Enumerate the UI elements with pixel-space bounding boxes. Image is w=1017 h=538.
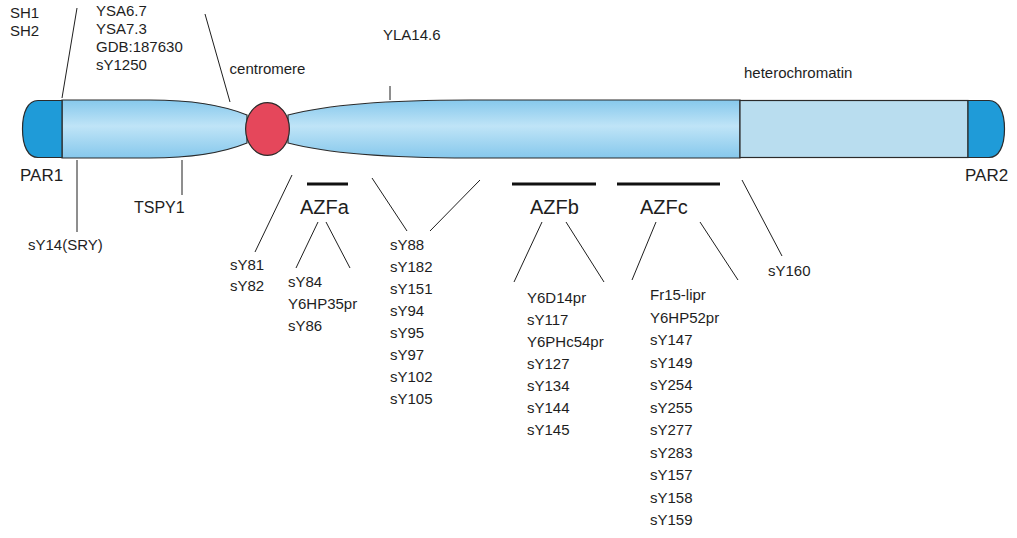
marker-label: sY94 — [390, 302, 424, 319]
marker-label: sY86 — [288, 317, 322, 334]
probe-label: SH1 — [10, 4, 39, 21]
heterochromatin-band: heterochromatin — [740, 100, 968, 158]
marker-label: sY84 — [288, 273, 322, 290]
leader-line — [700, 222, 738, 280]
long-arm — [288, 100, 740, 158]
leader-line — [372, 178, 407, 231]
marker-label: sY14(SRY) — [28, 236, 103, 253]
cap-shape — [23, 101, 63, 158]
region-label: heterochromatin — [744, 64, 852, 81]
marker-label: sY145 — [527, 421, 570, 438]
leader-line — [77, 160, 78, 232]
marker-label: sY97 — [390, 346, 424, 363]
region-name: AZFc — [640, 196, 688, 219]
marker-label: sY88 — [390, 236, 424, 253]
leader-line — [514, 222, 542, 282]
region-name: AZFa — [300, 196, 349, 219]
marker-label: sY134 — [527, 377, 570, 394]
leader-line — [255, 175, 292, 252]
leader-line — [205, 14, 230, 102]
cap-shape — [968, 101, 1005, 158]
region-label: PAR2 — [965, 166, 1008, 186]
pseudoautosomal-cap: PAR2 — [968, 100, 1005, 158]
marker-label: sY160 — [768, 262, 811, 279]
marker-label: sY81 — [230, 256, 264, 273]
marker-label: sY254 — [650, 376, 693, 393]
marker-label: sY182 — [390, 258, 433, 275]
leader-line — [566, 222, 604, 282]
node-outline — [740, 100, 968, 158]
marker-label: sY151 — [390, 280, 433, 297]
leader-line — [390, 86, 391, 100]
leader-line — [430, 180, 480, 231]
leader-line — [296, 222, 318, 268]
centromere-ellipse: centromere — [245, 102, 290, 156]
marker-label: sY283 — [650, 444, 693, 461]
leader-line — [62, 8, 77, 98]
leader-line — [632, 222, 656, 280]
marker-label: sY159 — [650, 511, 693, 528]
marker-label: sY127 — [527, 355, 570, 372]
gene-label: TSPY1 — [134, 199, 185, 217]
marker-label: Fr15-lipr — [650, 286, 706, 303]
node-outline — [22, 100, 62, 158]
marker-label: YLA14.6 — [383, 26, 441, 43]
marker-label: sY158 — [650, 489, 693, 506]
region-name: AZFb — [530, 196, 579, 219]
marker-label: sY82 — [230, 277, 264, 294]
marker-label: GDB:187630 — [96, 38, 183, 55]
marker-label: sY1250 — [96, 56, 147, 73]
marker-label: sY95 — [390, 324, 424, 341]
marker-label: Y6PHc54pr — [527, 333, 604, 350]
leader-line — [326, 222, 350, 268]
pseudoautosomal-cap: PAR1 — [22, 100, 62, 158]
marker-label: sY117 — [527, 311, 568, 328]
marker-label: YSA6.7 — [96, 2, 147, 19]
region-label: PAR1 — [20, 166, 63, 186]
marker-label: sY147 — [650, 331, 693, 348]
marker-label: sY105 — [390, 390, 433, 407]
region-label: centromere — [230, 60, 306, 77]
marker-label: sY102 — [390, 368, 433, 385]
region-bar — [307, 183, 348, 186]
node-outline — [968, 100, 1005, 158]
marker-label: Y6HP52pr — [650, 309, 719, 326]
marker-label: Y6HP35pr — [288, 295, 357, 312]
marker-label: sY149 — [650, 354, 693, 371]
band-shape — [740, 101, 968, 158]
centromere-shape — [246, 103, 290, 156]
node-outline — [245, 102, 290, 156]
short-arm — [62, 100, 247, 158]
region-bar — [512, 183, 596, 186]
probe-label: SH2 — [10, 22, 39, 39]
marker-label: sY277 — [650, 421, 693, 438]
leader-line — [182, 160, 183, 195]
marker-label: Y6D14pr — [527, 289, 586, 306]
leader-line — [742, 180, 782, 256]
marker-label: sY157 — [650, 466, 693, 483]
marker-label: sY144 — [527, 399, 570, 416]
marker-label: sY255 — [650, 399, 693, 416]
region-bar — [617, 183, 720, 186]
marker-label: YSA7.3 — [96, 20, 147, 37]
